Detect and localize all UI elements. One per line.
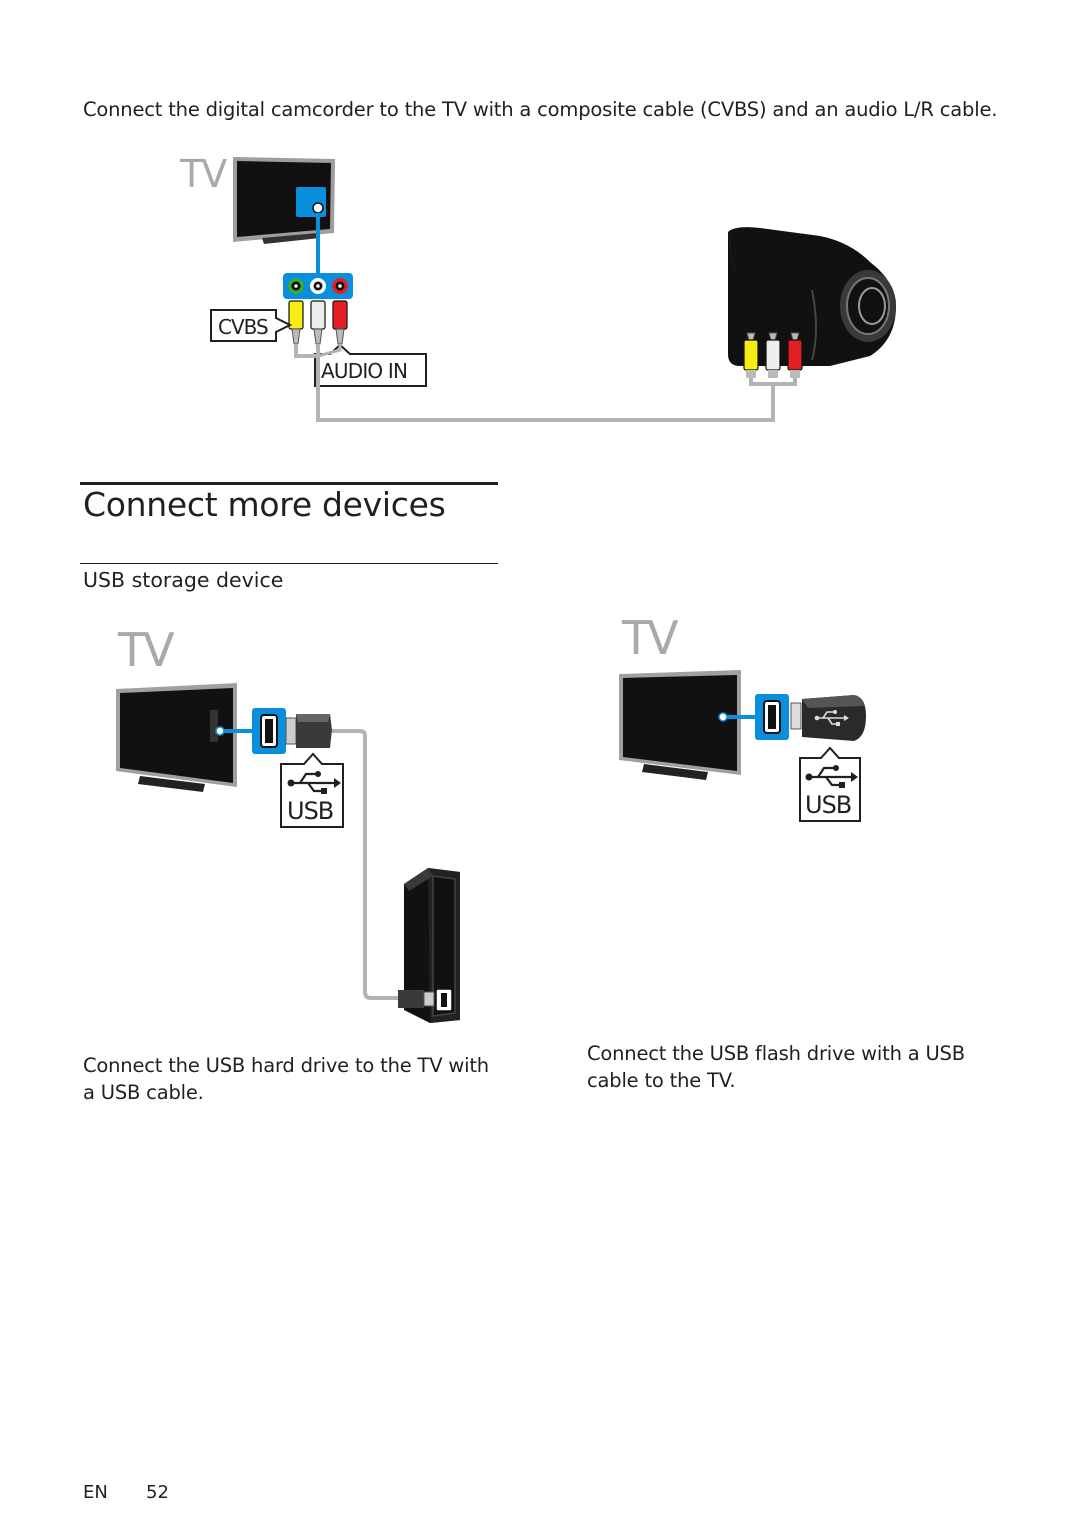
footer-language: EN [83,1482,108,1503]
subheading-rule [80,563,498,564]
cvbs-label: CVBS [218,315,268,339]
camcorder-connection-diagram: TV CVBS AUDIO IN [179,152,896,422]
intro-text: Connect the digital camcorder to the TV … [83,98,998,121]
audio-in-label: AUDIO IN [321,359,407,383]
usb-symbol-icon [287,771,341,794]
av-cable [294,344,775,422]
tv-icon [116,683,237,792]
usb-label-box: USB [280,752,344,828]
usb-label: USB [805,791,851,819]
tv-label: TV [621,611,679,665]
audio-in-label-box: AUDIO IN [314,343,427,387]
hard-drive-caption: Connect the USB hard drive to the TV wit… [83,1054,489,1104]
usb-cable [332,729,398,1000]
page-number: 52 [146,1482,169,1503]
hard-drive-usb-plug [398,988,453,1012]
flash-drive-caption: Connect the USB flash drive with a USB c… [587,1042,965,1092]
usb-plug [285,714,332,748]
section-heading: Connect more devices [83,485,446,524]
usb-flash-drive-diagram: TV [619,611,866,822]
tv-icon [619,670,741,780]
rca-plugs-camcorder [743,332,803,378]
tv-icon [233,157,335,244]
usb-hard-drive-diagram: TV USB [116,623,460,1023]
section-subheading: USB storage device [83,568,284,592]
usb-label-box: USB [799,746,861,822]
rca-plugs-tv [288,300,348,345]
camcorder-icon [728,227,896,366]
hard-drive-icon [404,868,460,1023]
usb-flash-drive-icon [790,695,866,741]
usb-symbol-icon [805,765,858,788]
usb-label: USB [287,797,333,825]
heading-rule [80,482,498,485]
tv-label: TV [117,623,175,677]
tv-label: TV [179,152,227,196]
cvbs-label-box: CVBS [210,309,293,342]
av-jack-panel [283,273,353,299]
